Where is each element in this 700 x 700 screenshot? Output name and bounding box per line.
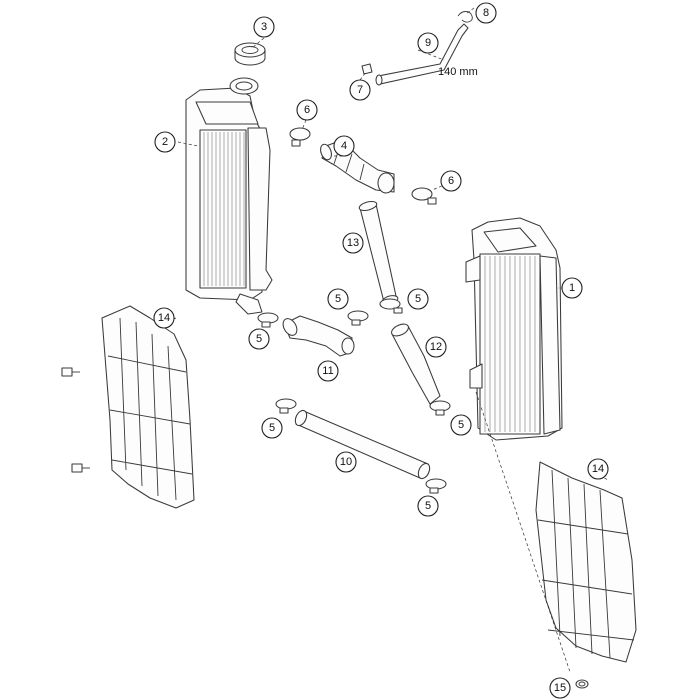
callout-10: 10 bbox=[335, 451, 357, 473]
svg-text:8: 8 bbox=[483, 7, 489, 19]
callout-15: 15 bbox=[549, 677, 571, 699]
hose-length-note: 140 mm bbox=[438, 66, 478, 78]
svg-text:6: 6 bbox=[304, 104, 310, 116]
breather-hose-9 bbox=[375, 23, 469, 86]
left-radiator-guard bbox=[101, 305, 195, 509]
svg-text:15: 15 bbox=[554, 682, 566, 694]
hose-clamp-5-d bbox=[275, 398, 297, 414]
callout-11: 11 bbox=[317, 360, 339, 382]
svg-text:13: 13 bbox=[347, 237, 359, 249]
svg-text:11: 11 bbox=[322, 365, 333, 377]
hose-clamp-5-e bbox=[429, 400, 451, 416]
hose-clamp-5-c bbox=[379, 298, 403, 314]
hose-11 bbox=[282, 315, 355, 357]
callout-5-d: 5 bbox=[261, 417, 283, 439]
screw-left-upper bbox=[61, 367, 80, 377]
hose-12 bbox=[391, 323, 441, 405]
hose-10 bbox=[294, 409, 431, 480]
hose-clamp-5-f bbox=[425, 478, 447, 494]
callout-7: 7 bbox=[349, 79, 371, 101]
svg-text:10: 10 bbox=[340, 456, 352, 468]
svg-text:5: 5 bbox=[415, 293, 421, 305]
hose-clamp-6-upper bbox=[289, 127, 311, 147]
svg-text:5: 5 bbox=[458, 419, 464, 431]
hose-4 bbox=[320, 139, 395, 194]
callout-6-right: 6 bbox=[440, 170, 462, 192]
hose-13 bbox=[358, 200, 399, 305]
callout-9: 9 bbox=[417, 32, 439, 54]
svg-text:2: 2 bbox=[162, 136, 168, 148]
clip-8 bbox=[457, 11, 473, 23]
right-radiator-fins bbox=[484, 256, 536, 432]
svg-text:9: 9 bbox=[425, 37, 431, 49]
radiator-cap bbox=[234, 42, 266, 66]
right-radiator-guard bbox=[535, 461, 637, 663]
callout-5-c: 5 bbox=[248, 328, 270, 350]
svg-text:7: 7 bbox=[357, 84, 363, 96]
hose-clamp-5-b bbox=[347, 310, 369, 326]
svg-text:4: 4 bbox=[341, 140, 347, 152]
callout-14-right: 14 bbox=[587, 458, 609, 480]
left-radiator-fins bbox=[203, 132, 245, 286]
callout-4: 4 bbox=[333, 135, 355, 157]
callout-5-f: 5 bbox=[417, 495, 439, 517]
callout-5-a: 5 bbox=[327, 288, 349, 310]
callout-3: 3 bbox=[253, 16, 275, 38]
left-radiator bbox=[185, 77, 273, 315]
svg-text:12: 12 bbox=[430, 341, 442, 353]
svg-text:5: 5 bbox=[256, 333, 262, 345]
callout-1: 1 bbox=[561, 277, 583, 299]
svg-text:5: 5 bbox=[269, 422, 275, 434]
svg-text:14: 14 bbox=[592, 463, 604, 475]
callout-12: 12 bbox=[425, 336, 447, 358]
callout-8: 8 bbox=[475, 2, 497, 24]
svg-text:5: 5 bbox=[335, 293, 341, 305]
callout-2: 2 bbox=[154, 131, 176, 153]
hose-clamp-5-a bbox=[257, 312, 279, 328]
screw-left-lower bbox=[71, 463, 90, 473]
callout-6-upper: 6 bbox=[296, 99, 318, 121]
hose-clamp-6-right bbox=[411, 187, 437, 205]
callout-13: 13 bbox=[342, 232, 364, 254]
callout-5-b: 5 bbox=[407, 288, 429, 310]
callout-5-e: 5 bbox=[450, 414, 472, 436]
svg-text:1: 1 bbox=[569, 282, 575, 294]
right-radiator bbox=[465, 217, 563, 441]
svg-text:5: 5 bbox=[425, 500, 431, 512]
fitting-7 bbox=[361, 63, 373, 75]
screw-15 bbox=[575, 679, 589, 689]
svg-text:14: 14 bbox=[158, 312, 170, 324]
callout-14-left: 14 bbox=[153, 307, 175, 329]
svg-text:3: 3 bbox=[261, 21, 267, 33]
svg-text:6: 6 bbox=[448, 175, 454, 187]
